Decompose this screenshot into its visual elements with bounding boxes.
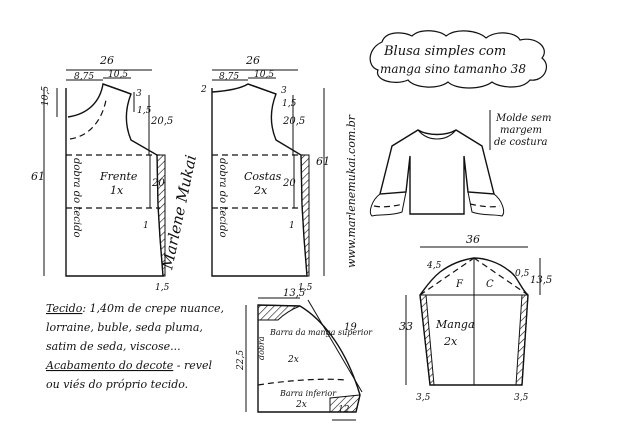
sleeve-cap-height: 13,5	[530, 275, 552, 286]
front-width: 26	[99, 54, 114, 67]
front-side: 20	[151, 178, 165, 189]
ruffle-count-a: 2x	[287, 355, 299, 365]
sleeve-count: 2x	[443, 335, 458, 348]
website: www.marlenemukai.com.br	[345, 114, 358, 268]
sleeve-cap-left: 4,5	[426, 261, 442, 271]
back-neck-b: 10,5	[254, 70, 274, 80]
fabric-line-2: lorraine, buble, seda pluma,	[46, 321, 203, 334]
back-pattern-piece	[211, 69, 325, 277]
front-neck-a: 8,75	[74, 72, 94, 82]
front-shoulder-drop: 1,5	[137, 106, 152, 116]
blouse-sketch	[369, 129, 505, 217]
fabric-label: Tecido	[46, 302, 83, 315]
back-hem-small: 1,5	[298, 283, 313, 293]
front-pattern-piece	[43, 69, 166, 277]
ruffle-count-b: 2x	[295, 400, 307, 410]
sleeve-height: 33	[399, 320, 413, 333]
back-count: 2x	[253, 184, 268, 197]
sleeve-width: 36	[466, 233, 480, 246]
sleeve-hem-right: 3,5	[514, 393, 529, 403]
ruffle-label-b: Barra inferior	[279, 389, 337, 398]
back-shoulder-drop: 1,5	[282, 99, 297, 109]
front-label: Frente	[99, 170, 138, 183]
fabric-notes: Tecido: 1,40m de crepe nuance, lorraine,…	[45, 302, 224, 391]
back-depth-left: 2	[200, 85, 207, 95]
front-side-small: 1	[143, 221, 149, 231]
sleeve-label: Manga	[435, 318, 475, 331]
title-cloud	[369, 30, 547, 89]
front-neck-b: 10,5	[108, 70, 128, 80]
svg-text:Acabamento do decote - revel: Acabamento do decote - revel	[45, 359, 212, 372]
fabric-text: : 1,40m de crepe nuance,	[82, 302, 224, 315]
sleeve-label-c: C	[486, 279, 494, 290]
back-width: 26	[245, 54, 260, 67]
finish-text: - revel	[173, 359, 212, 372]
sleeve-hem-left: 3,5	[416, 393, 431, 403]
note-line-3: de costura	[494, 137, 547, 148]
front-hem-small: 1,5	[155, 283, 170, 293]
back-shoulder: 3	[281, 86, 287, 96]
sleeve-label-f: F	[455, 279, 464, 290]
front-armhole: 20,5	[150, 116, 173, 127]
ruffle-top: 13,5	[283, 288, 305, 299]
back-label: Costas	[244, 170, 282, 183]
front-fold-label: dobra do tecido	[71, 158, 82, 238]
title-line-1: Blusa simples com	[383, 44, 506, 59]
front-shoulder: 3	[136, 89, 142, 99]
front-count: 1x	[110, 184, 124, 197]
ruffle-fold: dobra	[257, 336, 266, 360]
fabric-line-3: satim de seda, viscose...	[46, 340, 181, 353]
back-fold-label: dobra do tecido	[217, 158, 228, 238]
finish-line-2: ou viés do próprio tecido.	[46, 378, 188, 391]
sleeve-cap-right: 0,5	[515, 269, 530, 279]
back-side: 20	[282, 178, 296, 189]
back-side-small: 1	[289, 221, 295, 231]
ruffle-pattern-piece	[245, 297, 363, 421]
note-line-1: Molde sem	[495, 113, 552, 124]
back-neck-a: 8,75	[219, 72, 239, 82]
note-line-2: margem	[500, 125, 542, 136]
back-length: 61	[316, 155, 330, 168]
sleeve-pattern-piece	[405, 246, 541, 386]
ruffle-side: 22,5	[236, 350, 246, 371]
ruffle-diag: 19	[344, 322, 357, 333]
svg-text:Tecido: 1,40m de crepe nuance,: Tecido: 1,40m de crepe nuance,	[46, 302, 224, 315]
front-depth-left: 10,5	[41, 86, 51, 106]
front-length: 61	[31, 170, 45, 183]
back-armhole: 20,5	[282, 116, 305, 127]
finish-label: Acabamento do decote	[45, 359, 174, 372]
ruffle-label-a: Barra da manga superior	[269, 328, 373, 337]
ruffle-bottom: 12	[338, 405, 350, 415]
title-line-2: manga sino tamanho 38	[380, 62, 526, 76]
